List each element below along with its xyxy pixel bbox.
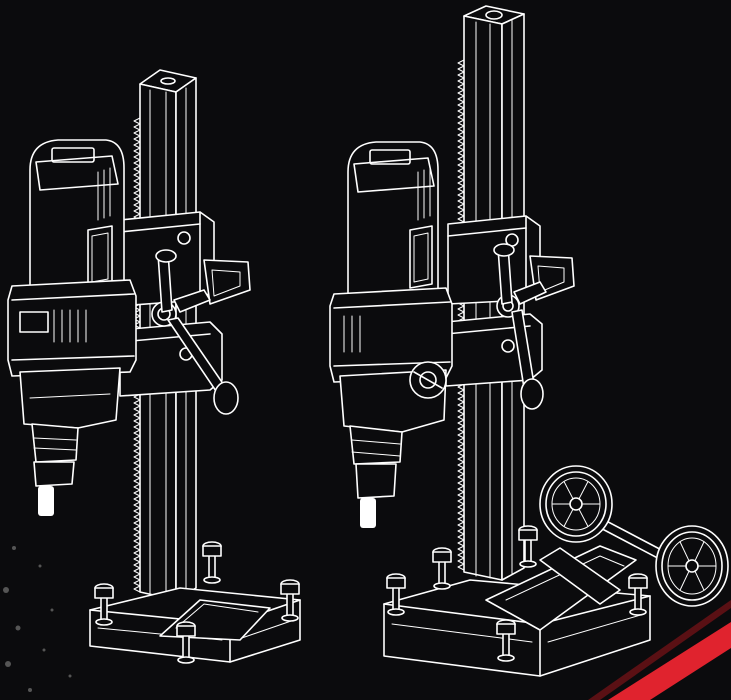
leveling-screw: [518, 525, 538, 568]
drill-stand-left: [7, 69, 301, 664]
leveling-screw: [628, 573, 648, 616]
base-plate: [89, 541, 301, 664]
background-dots: [3, 546, 72, 692]
leveling-screw: [94, 583, 114, 626]
drill-motor: [7, 139, 137, 516]
leveling-screw: [432, 547, 452, 590]
wheel: [655, 525, 729, 607]
base-plate: [383, 525, 651, 677]
feed-handle: [151, 249, 239, 415]
accent-stripe: [588, 600, 731, 700]
leveling-screw: [176, 621, 196, 664]
wheel: [539, 465, 613, 543]
transport-wheels: [539, 465, 729, 607]
drill-motor: [329, 141, 453, 528]
feed-handle: [493, 243, 547, 410]
drill-stand-right: [329, 5, 729, 677]
leveling-screw: [280, 579, 300, 622]
leveling-screw: [202, 541, 222, 584]
leveling-screw: [386, 573, 406, 616]
leveling-screw: [496, 619, 516, 662]
